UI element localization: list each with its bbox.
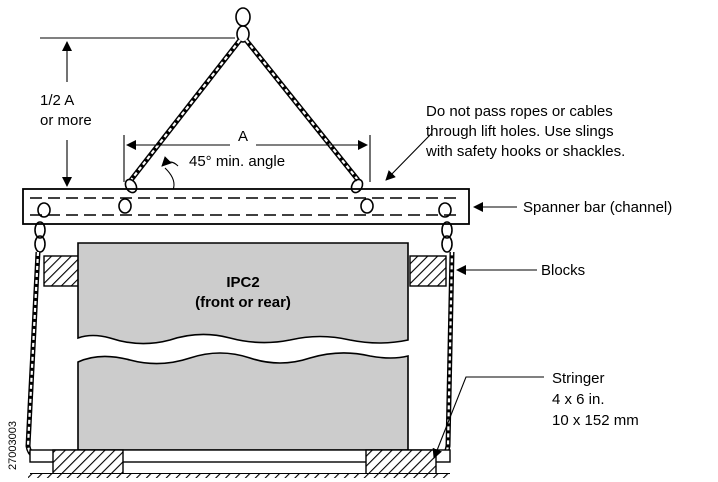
- span-label: A: [238, 128, 248, 145]
- stringer-leader: [432, 376, 544, 459]
- height-label-line2: or more: [40, 112, 92, 129]
- lift-shackle: [235, 7, 251, 43]
- spanner-bar-label: Spanner bar (channel): [523, 199, 672, 216]
- equipment-upper: [77, 242, 409, 345]
- figure-id: 27003003: [7, 421, 19, 470]
- note-leader: [385, 132, 433, 181]
- stringer-label-line2: 4 x 6 in.: [552, 391, 605, 408]
- block-right: [409, 255, 447, 287]
- note-line1: Do not pass ropes or cables: [426, 103, 613, 120]
- block-left: [43, 255, 83, 287]
- spanner-bar: [22, 188, 470, 225]
- stringer-left: [52, 449, 124, 475]
- stringer-right: [365, 449, 437, 475]
- sling-left: [129, 38, 242, 182]
- span-dimension: [123, 135, 371, 182]
- angle-label: 45° min. angle: [189, 153, 285, 170]
- sling-right: [244, 38, 360, 182]
- height-dimension: [40, 37, 235, 187]
- note-line3: with safety hooks or shackles.: [425, 143, 625, 160]
- lower-hook-left: [34, 221, 46, 253]
- equipment-lower: [77, 352, 409, 451]
- sling-hook-right: [350, 178, 364, 194]
- equipment-subtitle: (front or rear): [195, 294, 291, 311]
- height-label-line1: 1/2 A: [40, 92, 74, 109]
- blocks-label: Blocks: [541, 262, 585, 279]
- equipment-name: IPC2: [226, 274, 259, 291]
- stringer-label-line3: 10 x 152 mm: [552, 412, 639, 429]
- lower-hook-right: [441, 221, 453, 253]
- sling-hook-left: [124, 178, 138, 194]
- stringer-label-line1: Stringer: [552, 370, 605, 387]
- skid-base: [29, 449, 451, 463]
- note-line2: through lift holes. Use slings: [426, 123, 614, 140]
- floor-hatch: [28, 474, 452, 478]
